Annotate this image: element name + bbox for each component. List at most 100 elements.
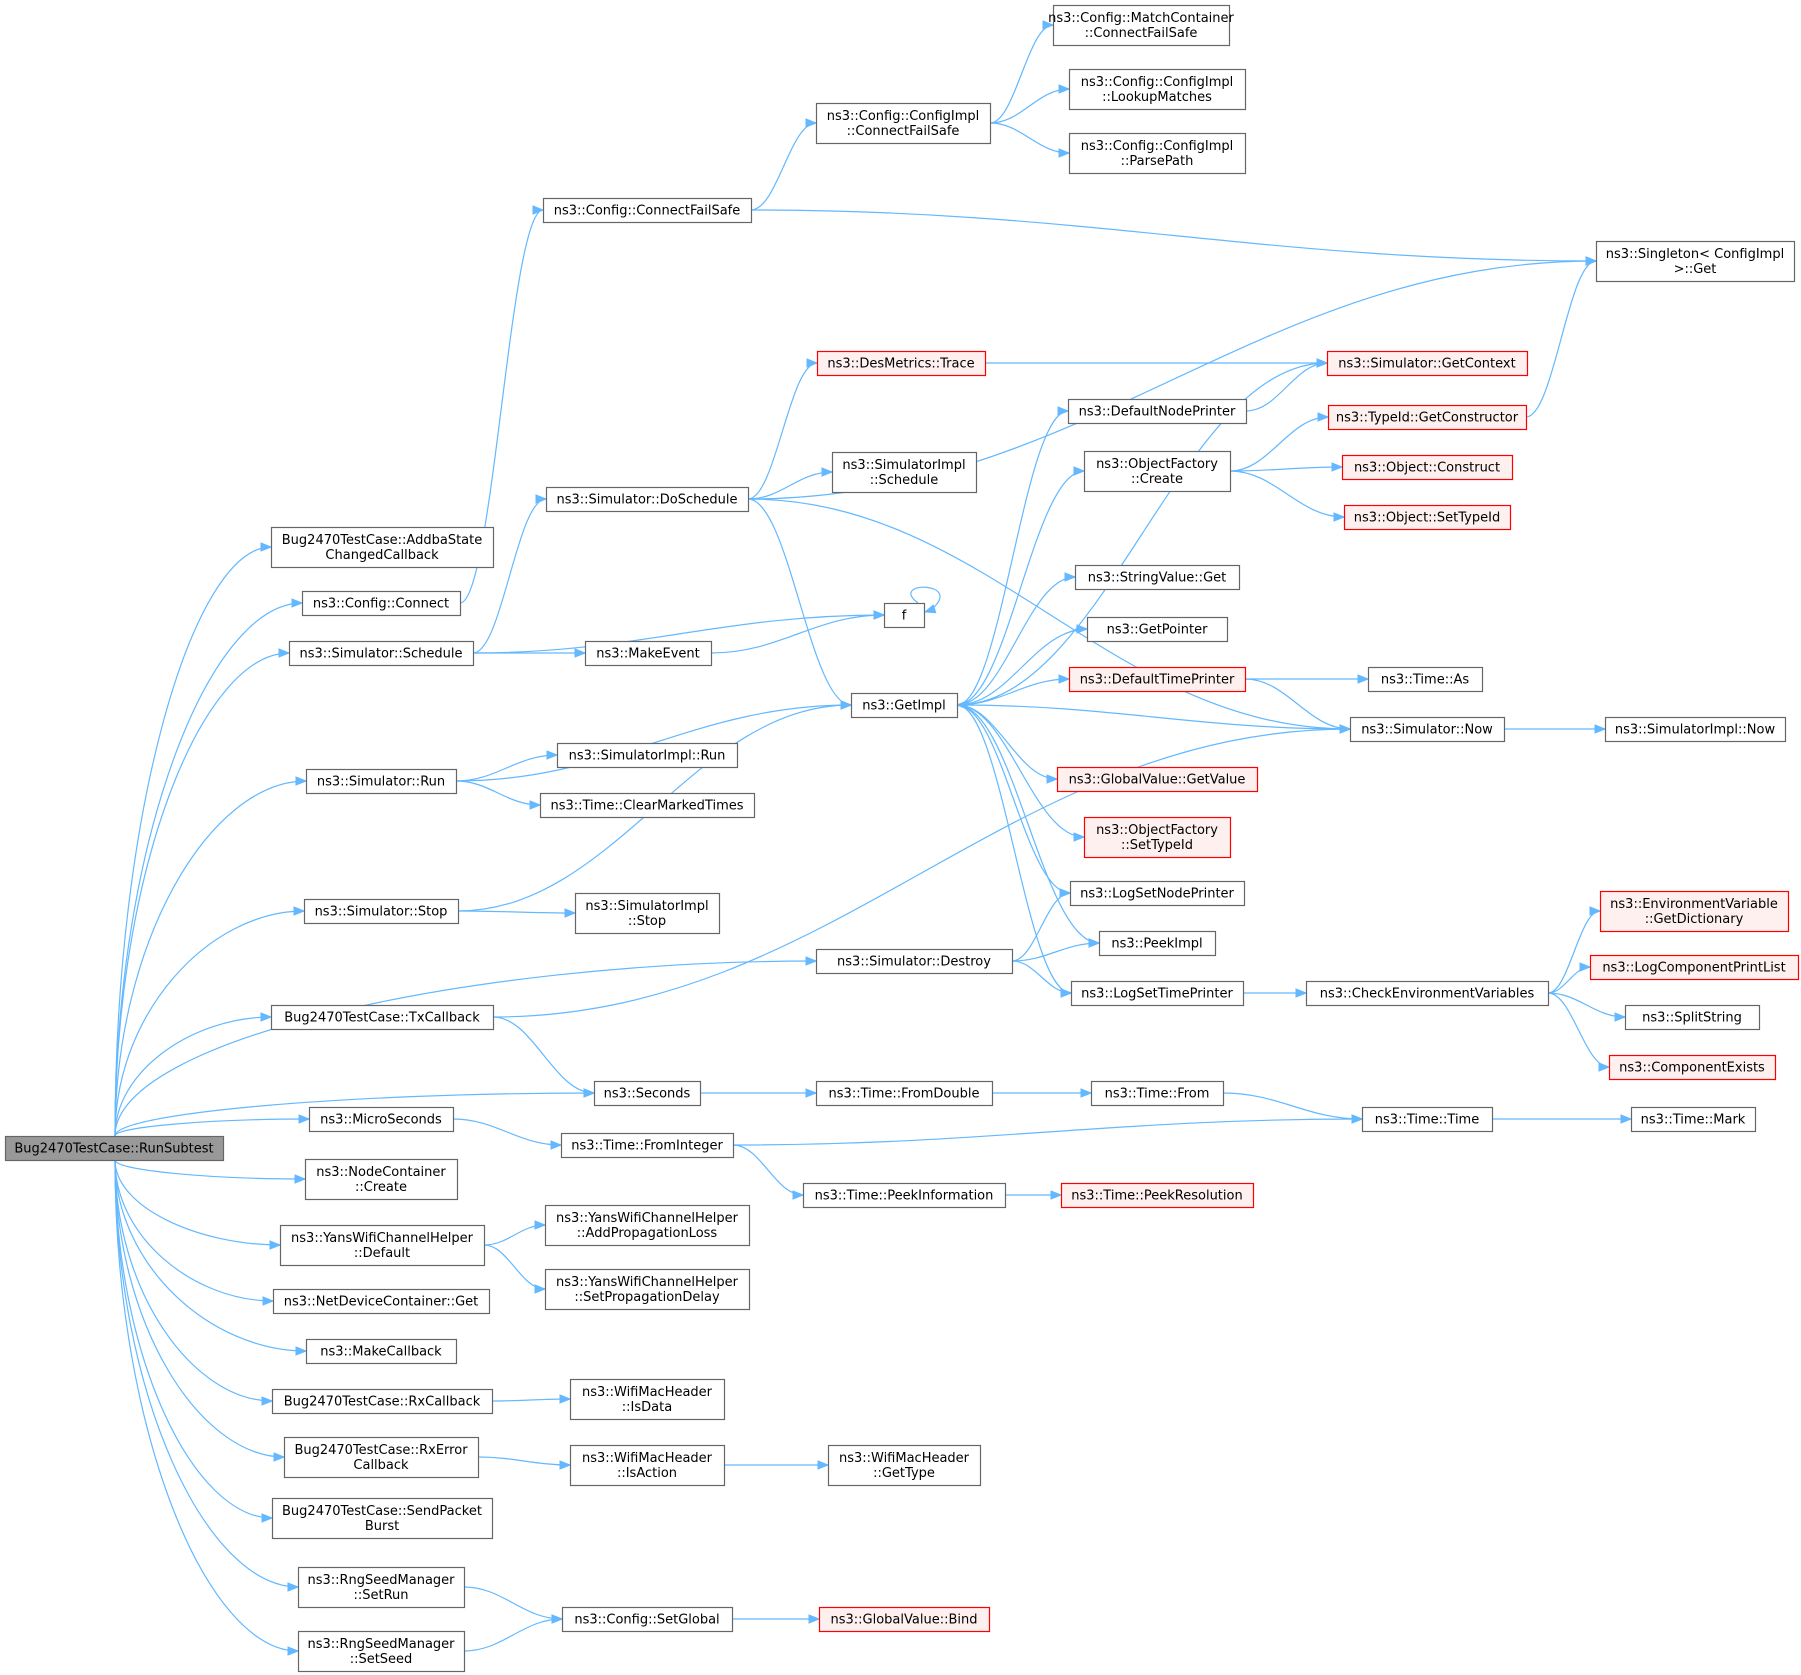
node-singletonget[interactable]: ns3::Singleton< ConfigImpl>::Get — [1595, 240, 1796, 283]
node-addba[interactable]: Bug2470TestCase::AddbaStateChangedCallba… — [270, 526, 495, 569]
node-box — [1361, 1106, 1494, 1133]
node-envgetdict[interactable]: ns3::EnvironmentVariable::GetDictionary — [1599, 890, 1790, 933]
node-timefrom[interactable]: ns3::Time::From — [1090, 1080, 1225, 1107]
edge-arrowhead — [295, 1346, 308, 1356]
node-wifigettype[interactable]: ns3::WifiMacHeader::GetType — [827, 1444, 982, 1487]
node-txcb[interactable]: Bug2470TestCase::TxCallback — [270, 1004, 495, 1031]
node-clearmarked[interactable]: ns3::Time::ClearMarkedTimes — [539, 792, 756, 819]
edge-simrun-to-clearmarked — [455, 780, 541, 806]
node-peekres[interactable]: ns3::Time::PeekResolution — [1060, 1182, 1255, 1209]
edge-arrowhead — [261, 1396, 274, 1406]
node-label: ns3::TypeId::GetConstructor — [1336, 411, 1519, 426]
node-simschedule[interactable]: ns3::Simulator::Schedule — [288, 640, 475, 667]
node-nodecreate[interactable]: ns3::NodeContainer::Create — [304, 1158, 459, 1201]
node-cfgimplconnectfs[interactable]: ns3::Config::ConfigImpl::ConnectFailSafe — [815, 102, 992, 145]
node-gvgetvalue[interactable]: ns3::GlobalValue::GetValue — [1056, 766, 1259, 793]
edge-arrowhead — [298, 1114, 311, 1124]
node-simdestroy[interactable]: ns3::Simulator::Destroy — [815, 948, 1014, 975]
node-rngrun[interactable]: ns3::RngSeedManager::SetRun — [297, 1566, 466, 1609]
node-wifiisaction[interactable]: ns3::WifiMacHeader::IsAction — [569, 1444, 726, 1487]
node-label: ns3::Config::Connect — [313, 597, 449, 612]
edge-arrowhead — [550, 1140, 563, 1150]
node-label: ns3::LogSetTimePrinter — [1081, 987, 1233, 1002]
edge-getimpl-to-defnodeprinter — [956, 410, 1069, 706]
node-getpointer[interactable]: ns3::GetPointer — [1086, 616, 1229, 643]
edge-getimpl-to-logsettimeprinter — [956, 704, 1072, 994]
node-lookupmatches[interactable]: ns3::Config::ConfigImpl::LookupMatches — [1068, 68, 1247, 111]
node-typeidgetctor[interactable]: ns3::TypeId::GetConstructor — [1327, 404, 1528, 431]
node-simdoschedule[interactable]: ns3::Simulator::DoSchedule — [545, 486, 750, 513]
node-box — [815, 948, 1014, 975]
edge-objfactcreate-to-objsettypeid — [1229, 470, 1345, 518]
node-destrace[interactable]: ns3::DesMetrics::Trace — [816, 350, 987, 377]
node-f[interactable]: f — [883, 602, 926, 629]
edge-arrowhead — [805, 956, 818, 966]
node-cfgconnect[interactable]: ns3::Config::Connect — [301, 590, 462, 617]
edge-f-to-f — [910, 586, 941, 610]
node-simrun[interactable]: ns3::Simulator::Run — [305, 768, 458, 795]
node-simimplnow[interactable]: ns3::SimulatorImpl::Now — [1604, 716, 1787, 743]
node-box — [574, 892, 721, 935]
edge-root-to-rngseed — [114, 1159, 299, 1652]
node-label: ::SetSeed — [350, 1652, 413, 1667]
node-frominteger[interactable]: ns3::Time::FromInteger — [560, 1132, 735, 1159]
node-micro[interactable]: ns3::MicroSeconds — [308, 1106, 455, 1133]
node-splitstring[interactable]: ns3::SplitString — [1624, 1004, 1761, 1031]
node-rngseed[interactable]: ns3::RngSeedManager::SetSeed — [297, 1630, 466, 1673]
node-logsettimeprinter[interactable]: ns3::LogSetTimePrinter — [1070, 980, 1245, 1007]
node-compexists[interactable]: ns3::ComponentExists — [1608, 1054, 1777, 1081]
node-fromdouble[interactable]: ns3::Time::FromDouble — [815, 1080, 994, 1107]
node-matchcontainer[interactable]: ns3::Config::MatchContainer::ConnectFail… — [1048, 4, 1235, 47]
edge-simdoschedule-to-getimpl — [747, 498, 852, 706]
node-box — [308, 1106, 455, 1133]
node-objsettypeid[interactable]: ns3::Object::SetTypeId — [1343, 504, 1512, 531]
node-box — [569, 1378, 726, 1421]
edge-root-to-ndcget — [114, 1159, 274, 1302]
node-objfactcreate[interactable]: ns3::ObjectFactory::Create — [1083, 450, 1232, 493]
node-yanssetdelay[interactable]: ns3::YansWifiChannelHelper::SetPropagati… — [544, 1268, 751, 1311]
node-simimplstop[interactable]: ns3::SimulatorImpl::Stop — [574, 892, 721, 935]
node-cfgconnectfs[interactable]: ns3::Config::ConnectFailSafe — [542, 197, 753, 224]
node-wifiisdata[interactable]: ns3::WifiMacHeader::IsData — [569, 1378, 726, 1421]
node-simnow[interactable]: ns3::Simulator::Now — [1349, 716, 1506, 743]
node-peekinfo[interactable]: ns3::Time::PeekInformation — [802, 1182, 1007, 1209]
node-makeevent[interactable]: ns3::MakeEvent — [584, 640, 713, 667]
node-makecb[interactable]: ns3::MakeCallback — [305, 1338, 458, 1365]
node-yansaddprop[interactable]: ns3::YansWifiChannelHelper::AddPropagati… — [544, 1204, 751, 1247]
node-box — [297, 1630, 466, 1673]
edge-arrowhead — [1046, 774, 1059, 784]
node-label: ns3::Time::PeekInformation — [815, 1189, 994, 1204]
node-objfactsettypeid[interactable]: ns3::ObjectFactory::SetTypeId — [1083, 816, 1232, 859]
node-logcompprint[interactable]: ns3::LogComponentPrintList — [1589, 954, 1800, 981]
node-rxcb[interactable]: Bug2470TestCase::RxCallback — [271, 1388, 494, 1415]
node-simstop[interactable]: ns3::Simulator::Stop — [303, 898, 460, 925]
node-gvbind[interactable]: ns3::GlobalValue::Bind — [818, 1606, 991, 1633]
node-timemark[interactable]: ns3::Time::Mark — [1630, 1106, 1757, 1133]
node-seconds[interactable]: ns3::Seconds — [593, 1080, 702, 1107]
node-simimplschedule[interactable]: ns3::SimulatorImpl::Schedule — [831, 451, 978, 494]
node-label: Callback — [353, 1458, 409, 1473]
node-root[interactable]: Bug2470TestCase::RunSubtest — [4, 1135, 225, 1162]
edge-simrun-to-simimplrun — [455, 754, 558, 782]
node-ndcget[interactable]: ns3::NetDeviceContainer::Get — [272, 1288, 491, 1315]
node-defnodeprinter[interactable]: ns3::DefaultNodePrinter — [1067, 398, 1248, 425]
node-timeas[interactable]: ns3::Time::As — [1367, 666, 1484, 693]
node-label: ns3::WifiMacHeader — [582, 1451, 713, 1466]
node-simgetcontext[interactable]: ns3::Simulator::GetContext — [1326, 350, 1529, 377]
node-parsepath[interactable]: ns3::Config::ConfigImpl::ParsePath — [1068, 132, 1247, 175]
node-peekimpl[interactable]: ns3::PeekImpl — [1098, 930, 1217, 957]
node-simimplrun[interactable]: ns3::SimulatorImpl::Run — [556, 742, 739, 769]
node-cfgsetglobal[interactable]: ns3::Config::SetGlobal — [561, 1606, 734, 1633]
node-box — [1068, 132, 1247, 175]
node-timetime[interactable]: ns3::Time::Time — [1361, 1106, 1494, 1133]
edge-root-to-sendburst — [114, 1159, 273, 1519]
node-strvalget[interactable]: ns3::StringValue::Get — [1074, 564, 1241, 591]
node-logsetnodeprinter[interactable]: ns3::LogSetNodePrinter — [1069, 880, 1246, 907]
node-getimpl[interactable]: ns3::GetImpl — [850, 692, 959, 719]
node-objconstruct[interactable]: ns3::Object::Construct — [1341, 454, 1514, 481]
node-checkenv[interactable]: ns3::CheckEnvironmentVariables — [1305, 980, 1550, 1007]
node-deftimeprinter[interactable]: ns3::DefaultTimePrinter — [1068, 666, 1247, 693]
node-yansdefault[interactable]: ns3::YansWifiChannelHelper::Default — [279, 1224, 486, 1267]
